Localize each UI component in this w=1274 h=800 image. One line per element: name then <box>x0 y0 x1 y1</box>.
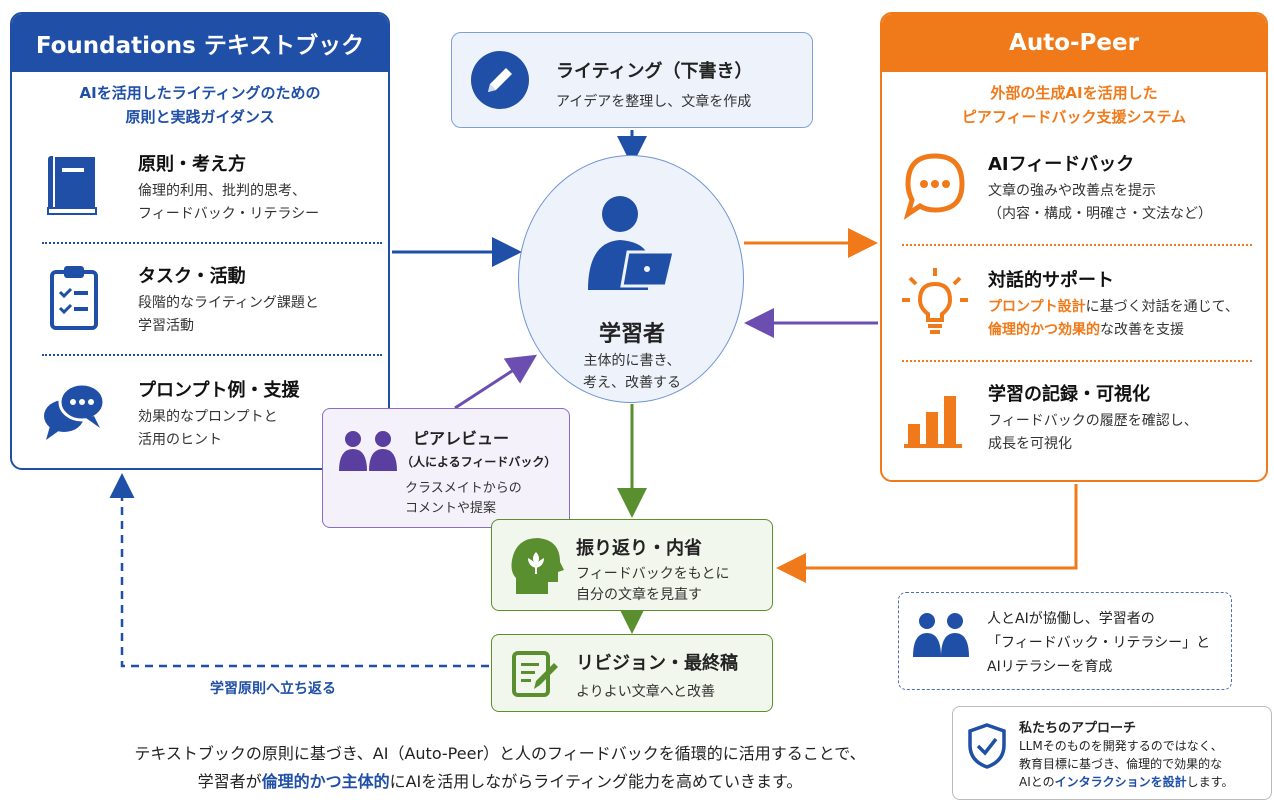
bar-chart-icon <box>904 396 962 448</box>
collaboration-desc-line1: 人とAIが協働し、学習者の <box>987 611 1155 627</box>
dialogue-support-line2-rest: な改善を支援 <box>1100 322 1184 338</box>
summary-line2-pre: 学習者が <box>197 772 262 791</box>
pencil-icon <box>471 51 529 109</box>
summary-line2: 学習者が倫理的かつ主体的にAIを活用しながらライティング能力を高めていきます。 <box>60 768 940 792</box>
foundations-subtitle-line1: AIを活用したライティングのための <box>79 84 321 102</box>
chat-bubbles-icon <box>44 382 106 440</box>
learner-circle: 学習者 主体的に書き、 考え、改善する <box>518 155 744 403</box>
peer-review-desc: クラスメイトからの コメントや提案 <box>405 479 522 519</box>
auto-peer-subtitle-line2: ピアフィードバック支援システム <box>961 108 1187 126</box>
auto-peer-panel: Auto-Peer 外部の生成AIを活用した ピアフィードバック支援システム A… <box>880 12 1268 482</box>
revision-desc: よりよい文章へと改善 <box>576 684 716 700</box>
book-icon <box>47 155 97 215</box>
tasks-desc-line2: 学習活動 <box>138 318 194 334</box>
shield-check-icon <box>968 723 1006 769</box>
writing-desc: アイデアを整理し、文章を作成 <box>556 94 752 110</box>
return-to-principles-label: 学習原則へ立ち返る <box>210 681 336 697</box>
prompts-desc-line1: 効果的なプロンプトと <box>138 409 278 425</box>
lightbulb-icon <box>902 268 968 334</box>
dialogue-support-line1-rest: に基づく対話を通じて、 <box>1085 299 1239 315</box>
peer-review-title: ピアレビュー <box>413 429 510 448</box>
dialogue-support-desc-line1: プロンプト設計に基づく対話を通じて、 <box>988 296 1239 319</box>
records-desc-line1: フィードバックの履歴を確認し、 <box>988 413 1198 429</box>
reflection-box: 振り返り・内省 フィードバックをもとに 自分の文章を見直す <box>491 519 773 611</box>
principles-desc: 倫理的利用、批判的思考、 フィードバック・リテラシー <box>138 180 319 226</box>
auto-peer-subtitle-line1: 外部の生成AIを活用した <box>990 84 1158 102</box>
prompts-desc: 効果的なプロンプトと 活用のヒント <box>138 406 278 452</box>
collaboration-desc-line2: 「フィードバック・リテラシー」と <box>987 635 1211 651</box>
auto-peer-title: Auto-Peer <box>882 14 1266 72</box>
learner-title: 学習者 <box>598 322 665 347</box>
ai-feedback-desc-line2: （内容・構成・明確さ・文法など） <box>988 206 1212 222</box>
principles-title: 原則・考え方 <box>138 154 246 175</box>
foundations-title: Foundations テキストブック <box>12 14 388 72</box>
principles-desc-line1: 倫理的利用、批判的思考、 <box>138 183 306 199</box>
summary-line2-post: にAIを活用しながらライティング能力を高めていきます。 <box>389 772 803 791</box>
arrow-autopeer-to-reflection <box>776 484 1078 583</box>
learner-desc-line1: 主体的に書き、 <box>583 353 681 369</box>
dialogue-support-title: 対話的サポート <box>988 270 1114 291</box>
approach-line3-post: します。 <box>1186 775 1234 789</box>
reflection-desc: フィードバックをもとに 自分の文章を見直す <box>576 564 729 606</box>
clipboard-checklist-icon <box>50 266 98 330</box>
revision-title: リビジョン・最終稿 <box>576 653 738 674</box>
reflection-desc-line1: フィードバックをもとに <box>576 566 730 582</box>
records-title: 学習の記録・可視化 <box>988 384 1150 405</box>
prompts-title: プロンプト例・支援 <box>138 380 300 401</box>
summary-line1: テキストブックの原則に基づき、AI（Auto-Peer）と人のフィードバックを循… <box>134 744 866 763</box>
reflection-title: 振り返り・内省 <box>576 538 702 559</box>
highlight-prompt-design: プロンプト設計 <box>988 299 1086 315</box>
collaboration-desc-line3: AIリテラシーを育成 <box>987 659 1113 675</box>
ai-feedback-desc-line1: 文章の強みや改善点を提示 <box>988 183 1156 199</box>
peer-review-desc-line2: コメントや提案 <box>405 501 497 516</box>
reflection-desc-line2: 自分の文章を見直す <box>576 587 702 603</box>
peer-review-subtitle: （人によるフィードバック） <box>401 455 557 469</box>
foundations-subtitle: AIを活用したライティングのための 原則と実践ガイダンス <box>12 81 388 129</box>
ai-feedback-desc: 文章の強みや改善点を提示 （内容・構成・明確さ・文法など） <box>988 180 1212 226</box>
people-icon <box>913 613 969 657</box>
writing-draft-box: ライティング（下書き） アイデアを整理し、文章を作成 <box>451 32 813 128</box>
dialogue-support-desc-line2: 倫理的かつ効果的な改善を支援 <box>988 319 1239 342</box>
learner-desc-line2: 考え、改善する <box>583 375 681 391</box>
approach-desc: LLMそのものを開発するのではなく、 教育目標に基づき、倫理的で効果的な AIと… <box>1019 737 1233 791</box>
foundations-subtitle-line2: 原則と実践ガイダンス <box>125 108 275 126</box>
dialogue-support-desc: プロンプト設計に基づく対話を通じて、 倫理的かつ効果的な改善を支援 <box>988 296 1239 342</box>
head-leaf-icon <box>511 538 564 594</box>
approach-desc-line3: AIとのインタラクションを設計します。 <box>1019 773 1233 791</box>
collaboration-desc: 人とAIが協働し、学習者の 「フィードバック・リテラシー」と AIリテラシーを育… <box>987 607 1210 679</box>
edit-document-icon <box>512 651 558 697</box>
learner-laptop-icon <box>588 196 676 290</box>
highlight-ethical-effective: 倫理的かつ効果的 <box>988 322 1100 338</box>
divider <box>42 242 382 244</box>
divider <box>42 354 382 356</box>
divider <box>902 360 1252 362</box>
peer-review-desc-line1: クラスメイトからの <box>405 481 522 496</box>
foundations-panel: Foundations テキストブック AIを活用したライティングのための 原則… <box>10 12 390 470</box>
ai-feedback-title: AIフィードバック <box>988 154 1135 175</box>
approach-box: 私たちのアプローチ LLMそのものを開発するのではなく、 教育目標に基づき、倫理… <box>952 706 1272 800</box>
tasks-desc: 段階的なライティング課題と 学習活動 <box>138 292 319 338</box>
records-desc-line2: 成長を可視化 <box>988 436 1072 452</box>
divider <box>902 244 1252 246</box>
peer-review-box: ピアレビュー （人によるフィードバック） クラスメイトからの コメントや提案 <box>322 408 570 528</box>
records-desc: フィードバックの履歴を確認し、 成長を可視化 <box>988 410 1198 456</box>
learner-desc: 主体的に書き、 考え、改善する <box>519 350 745 394</box>
auto-peer-subtitle: 外部の生成AIを活用した ピアフィードバック支援システム <box>882 81 1266 129</box>
highlight-interaction-design: インタラクションを設計 <box>1054 775 1187 789</box>
people-icon <box>339 431 397 471</box>
prompts-desc-line2: 活用のヒント <box>138 432 222 448</box>
tasks-desc-line1: 段階的なライティング課題と <box>138 295 319 311</box>
collaboration-box: 人とAIが協働し、学習者の 「フィードバック・リテラシー」と AIリテラシーを育… <box>898 592 1232 690</box>
approach-desc-line2: 教育目標に基づき、倫理的で効果的な <box>1019 757 1223 771</box>
approach-title: 私たちのアプローチ <box>1019 721 1137 736</box>
writing-title: ライティング（下書き） <box>556 61 753 82</box>
revision-box: リビジョン・最終稿 よりよい文章へと改善 <box>491 634 773 712</box>
approach-line3-pre: AIとの <box>1019 775 1055 789</box>
principles-desc-line2: フィードバック・リテラシー <box>138 206 320 222</box>
highlight-ethical-proactive: 倫理的かつ主体的 <box>261 772 390 791</box>
approach-desc-line1: LLMそのものを開発するのではなく、 <box>1019 739 1223 753</box>
speech-bubble-icon <box>903 153 965 220</box>
tasks-title: タスク・活動 <box>138 266 246 287</box>
